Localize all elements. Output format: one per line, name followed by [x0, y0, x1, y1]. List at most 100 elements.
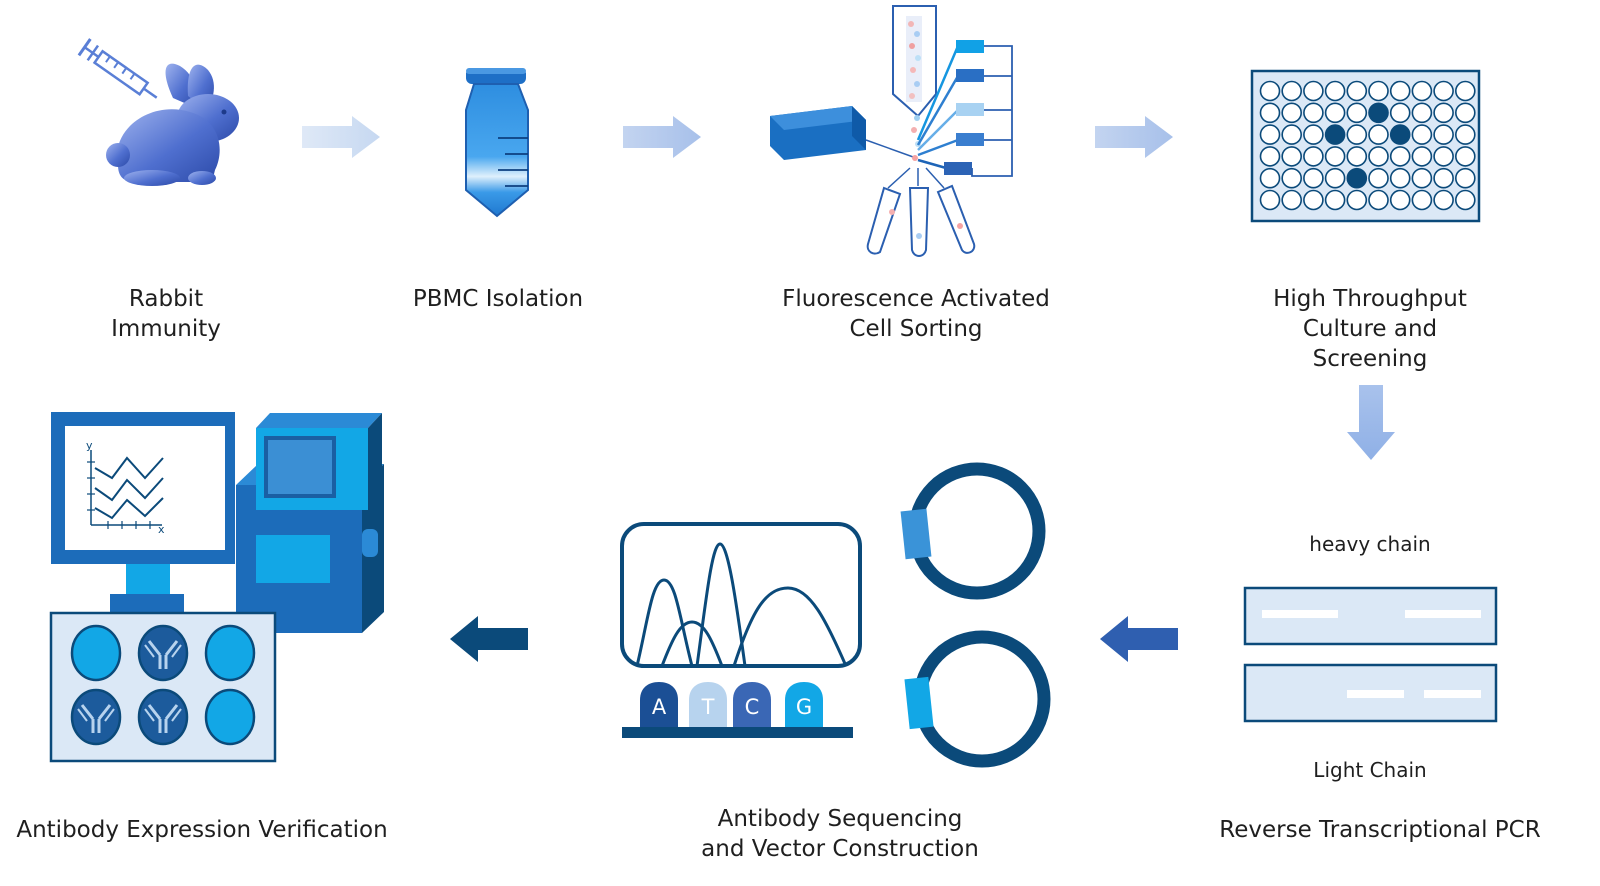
plate-well	[1346, 80, 1368, 102]
base-c-label: C	[745, 695, 760, 719]
plate-well	[1368, 146, 1389, 167]
dna-base-blocks: A T C G	[622, 682, 853, 738]
plate-well	[1346, 146, 1368, 167]
expression-instrument-icon	[236, 413, 384, 633]
plate-well	[1259, 167, 1281, 189]
step-label-high-throughput: High Throughput Culture and Screening	[1273, 286, 1467, 372]
facs-sorter-icon	[770, 5, 1013, 257]
plasmid-icon-bottom	[904, 630, 1051, 768]
plate-well	[1303, 102, 1324, 124]
y-axis-label: y	[86, 439, 93, 452]
arrow-right-3	[1095, 116, 1173, 158]
plate-well	[1433, 167, 1454, 189]
plate-well	[1368, 80, 1389, 102]
plate-well	[1281, 146, 1302, 167]
plate-well	[1433, 102, 1454, 124]
plate-well	[1411, 167, 1433, 189]
base-g-label: G	[796, 695, 812, 719]
plate-well	[1433, 124, 1454, 145]
antibody-icon	[77, 704, 115, 733]
plate-well	[1324, 146, 1346, 167]
syringe-icon	[77, 38, 158, 99]
plate-well	[1455, 146, 1476, 167]
plate-well	[1389, 124, 1411, 145]
plate-well	[1433, 146, 1454, 167]
light-chain-label: Light Chain	[1313, 758, 1427, 782]
plate-well	[1389, 189, 1411, 211]
plate-well	[1368, 167, 1389, 189]
step-label-rt-pcr: Reverse Transcriptional PCR	[1219, 817, 1541, 843]
plate-well	[1433, 189, 1454, 211]
plate-well	[1411, 189, 1433, 211]
step-label-expression: Antibody Expression Verification	[16, 817, 388, 843]
rabbit-icon	[106, 63, 239, 186]
step-label-facs: Fluorescence Activated Cell Sorting	[782, 286, 1050, 342]
plate-well	[1259, 80, 1281, 102]
plate-well	[1455, 189, 1476, 211]
plate-well	[1346, 167, 1368, 189]
plate-well	[1411, 146, 1433, 167]
plate-well	[1303, 189, 1324, 211]
plate-well	[1455, 102, 1476, 124]
x-axis-label: x	[158, 523, 165, 536]
line-chart-icon: y x	[86, 439, 165, 536]
arrow-left-1	[1100, 616, 1178, 662]
plate-well	[1455, 80, 1476, 102]
centrifuge-tube-icon	[465, 68, 529, 218]
plate-well	[1259, 146, 1281, 167]
base-t-label: T	[701, 695, 715, 719]
plate-well	[1368, 189, 1389, 211]
plate-well	[1303, 124, 1324, 145]
pcr-gel-icon	[1243, 586, 1498, 723]
plate-well	[1281, 124, 1302, 145]
monitor-icon: y x	[51, 412, 235, 612]
antibody-icon	[144, 640, 182, 669]
plate-well	[1281, 189, 1302, 211]
plate-well	[1281, 80, 1302, 102]
plate-well	[1368, 102, 1389, 124]
arrow-down	[1347, 385, 1395, 460]
plate-well	[1324, 124, 1346, 145]
plate-well	[1368, 124, 1389, 145]
arrow-right-2	[623, 116, 701, 158]
arrow-right-1	[302, 116, 380, 158]
step-label-rabbit-immunity: Rabbit Immunity	[111, 286, 221, 342]
plate-well	[1346, 189, 1368, 211]
arrow-left-2	[450, 616, 528, 662]
well-plate-icon	[1250, 69, 1481, 223]
plasmid-icon-top	[900, 462, 1046, 600]
step-label-pbmc-isolation: PBMC Isolation	[412, 286, 584, 312]
chromatogram-icon	[620, 522, 862, 668]
plate-well	[1324, 167, 1346, 189]
plate-well	[1303, 80, 1324, 102]
plate-well	[1346, 124, 1368, 145]
base-a-label: A	[652, 695, 667, 719]
plate-well	[1259, 124, 1281, 145]
plate-well	[1455, 167, 1476, 189]
plate-well	[1281, 102, 1302, 124]
plate-well	[1389, 167, 1411, 189]
plate-well	[1324, 80, 1346, 102]
plate-well	[1259, 189, 1281, 211]
plate-well	[1455, 124, 1476, 145]
plate-well	[1324, 102, 1346, 124]
plate-well	[1389, 146, 1411, 167]
plate-well	[1303, 146, 1324, 167]
plate-well	[1411, 102, 1433, 124]
plate-well	[1303, 167, 1324, 189]
plate-well	[1281, 167, 1302, 189]
plate-well	[1259, 102, 1281, 124]
plate-well	[1411, 124, 1433, 145]
plate-well	[1433, 80, 1454, 102]
plate-well	[1346, 102, 1368, 124]
plate-well	[1324, 189, 1346, 211]
antibody-plate-icon	[49, 611, 277, 763]
plate-well	[1389, 80, 1411, 102]
heavy-chain-label: heavy chain	[1309, 532, 1431, 556]
plate-well	[1411, 80, 1433, 102]
plate-well	[1389, 102, 1411, 124]
step-label-sequencing: Antibody Sequencing and Vector Construct…	[701, 806, 979, 862]
antibody-icon	[144, 704, 182, 733]
